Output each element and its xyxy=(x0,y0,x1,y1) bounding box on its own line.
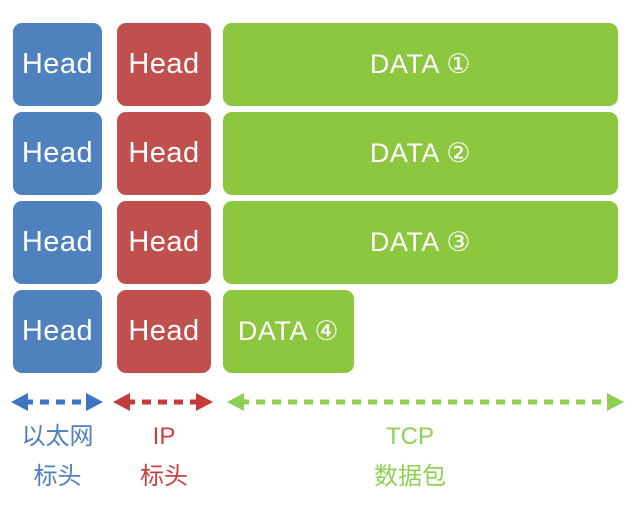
ethernet-head-box: Head xyxy=(13,23,102,106)
ip-label-line1: IP xyxy=(152,423,176,450)
ip-head-box: Head xyxy=(117,112,211,195)
ethernet-head-label: Head xyxy=(21,48,94,80)
tcp-data-box: DATA ① xyxy=(223,23,618,106)
tcp-label-line2: 数据包 xyxy=(374,463,446,490)
tcp-data-label: DATA ① xyxy=(369,49,472,79)
tcp-range-double-arrow-icon xyxy=(227,393,624,411)
tcp-data-box: DATA ③ xyxy=(223,201,618,284)
ethernet-head-box: Head xyxy=(13,201,102,284)
tcp-data-label: DATA ② xyxy=(369,138,472,168)
tcp-data-label: DATA ③ xyxy=(369,227,472,257)
ip-head-label: Head xyxy=(128,226,200,258)
ip-head-box: Head xyxy=(117,201,211,284)
ethernet-label-line2: 标头 xyxy=(33,463,82,490)
ethernet-head-label: Head xyxy=(21,315,94,347)
ethernet-head-box: Head xyxy=(13,112,102,195)
ethernet-range-double-arrow-icon xyxy=(11,393,103,411)
tcp-data-label: DATA ④ xyxy=(237,316,340,346)
ethernet-label-line1: 以太网 xyxy=(21,423,94,450)
tcp-label-line1: TCP xyxy=(386,423,434,450)
ip-head-label: Head xyxy=(128,48,200,80)
ethernet-head-label: Head xyxy=(21,137,94,169)
ip-head-label: Head xyxy=(128,137,200,169)
ip-head-box: Head xyxy=(117,290,211,373)
ethernet-head-label: Head xyxy=(21,226,94,258)
ethernet-head-box: Head xyxy=(13,290,102,373)
ip-range-double-arrow-icon xyxy=(113,393,213,411)
ip-head-box: Head xyxy=(117,23,211,106)
ip-label-line2: 标头 xyxy=(140,463,188,490)
ip-head-label: Head xyxy=(128,315,200,347)
tcp-data-box: DATA ② xyxy=(223,112,618,195)
tcp-data-box-short: DATA ④ xyxy=(223,290,354,373)
